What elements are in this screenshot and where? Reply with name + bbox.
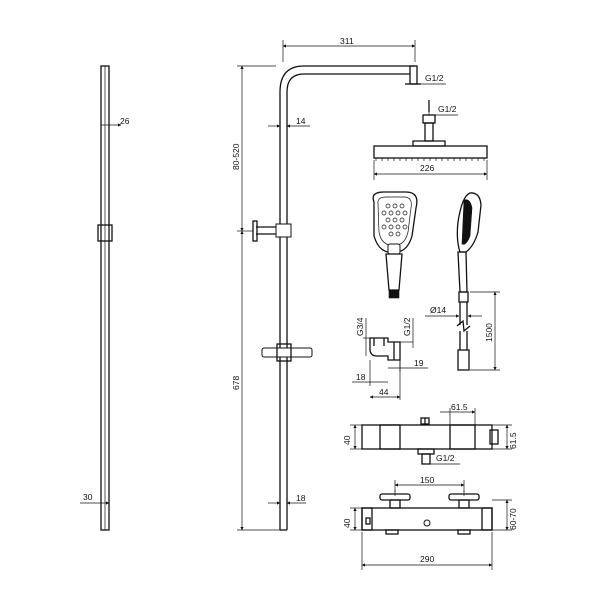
elbow-connector-view: G3/4 G1/2 19 18 44	[352, 317, 428, 400]
elbow-44-label: 44	[379, 387, 389, 397]
shower-head-view: G1/2 226	[373, 100, 488, 180]
soap-dish	[261, 347, 313, 358]
arm-outer-edge	[279, 65, 415, 93]
upper-height-label: 80-520	[231, 143, 241, 170]
pipe-bottom-label: 18	[296, 493, 306, 503]
elbow-outlet-label: G1/2	[402, 317, 412, 336]
head-diameter-label: 226	[420, 163, 434, 173]
elbow-18-label: 18	[356, 372, 366, 382]
valve-side-height-label: 61.5	[508, 432, 518, 449]
rail-slider-block	[97, 224, 113, 242]
head-ball-joint	[424, 122, 434, 142]
soap-dish-clamp	[276, 343, 292, 362]
hand-shower-hose-connector	[388, 289, 400, 299]
elbow-19-label: 19	[414, 358, 424, 368]
lower-height-label: 678	[231, 376, 241, 390]
hose-break-mark	[456, 319, 471, 333]
hand-shower-side-handle	[457, 251, 468, 293]
elbow-inlet-label: G3/4	[355, 317, 365, 336]
head-connector-nut	[422, 114, 436, 124]
hose-end-fitting	[457, 349, 470, 371]
valve-left-height-label: 40	[342, 435, 352, 445]
valve-top-body	[361, 424, 493, 450]
riser-pipe-view: G1/2 311 14 80-520 678 18	[231, 36, 446, 531]
slide-rail-view: 26 30	[80, 65, 130, 531]
head-thread-label: G1/2	[438, 104, 457, 114]
shower-head-nozzles	[375, 158, 485, 161]
valve-total-width-label: 290	[420, 554, 434, 564]
valve-front-indicator	[423, 519, 431, 527]
valve-height-range-label: 60-70	[508, 508, 518, 530]
arm-thread-label: G1/2	[425, 73, 444, 83]
valve-center-label: 150	[420, 475, 434, 485]
rail-width-label: 26	[120, 116, 130, 126]
wall-mount-plate	[252, 220, 258, 242]
arm-length-label: 311	[340, 36, 354, 46]
hand-shower-button	[387, 243, 401, 255]
shower-head-plate	[373, 145, 488, 159]
hand-shower-handle	[385, 253, 403, 291]
rail-bottom-label: 30	[83, 492, 93, 502]
hose-length-label: 1500	[484, 323, 494, 342]
valve-top-width-label: 61.5	[451, 402, 468, 412]
hand-shower-front-view	[372, 191, 418, 299]
valve-front-height-label: 40	[342, 518, 352, 528]
arm-end-connector	[409, 65, 418, 85]
valve-bottom-outlet	[421, 453, 431, 465]
valve-front-view: 150 40 60-70 290	[342, 475, 518, 570]
valve-outlet-label: G1/2	[436, 453, 455, 463]
hand-shower-head	[372, 191, 418, 253]
pipe-diameter-label: 14	[296, 116, 306, 126]
arm-inner-edge	[286, 73, 410, 93]
hand-shower-side-view: Ø14 1500	[425, 192, 500, 371]
hand-shower-nozzle-grid	[381, 203, 408, 237]
valve-front-body	[361, 507, 493, 531]
hose-diameter-label: Ø14	[430, 305, 446, 315]
valve-top-view: G1/2 40 61.5 61.5	[342, 402, 518, 465]
wall-bracket	[275, 223, 292, 238]
